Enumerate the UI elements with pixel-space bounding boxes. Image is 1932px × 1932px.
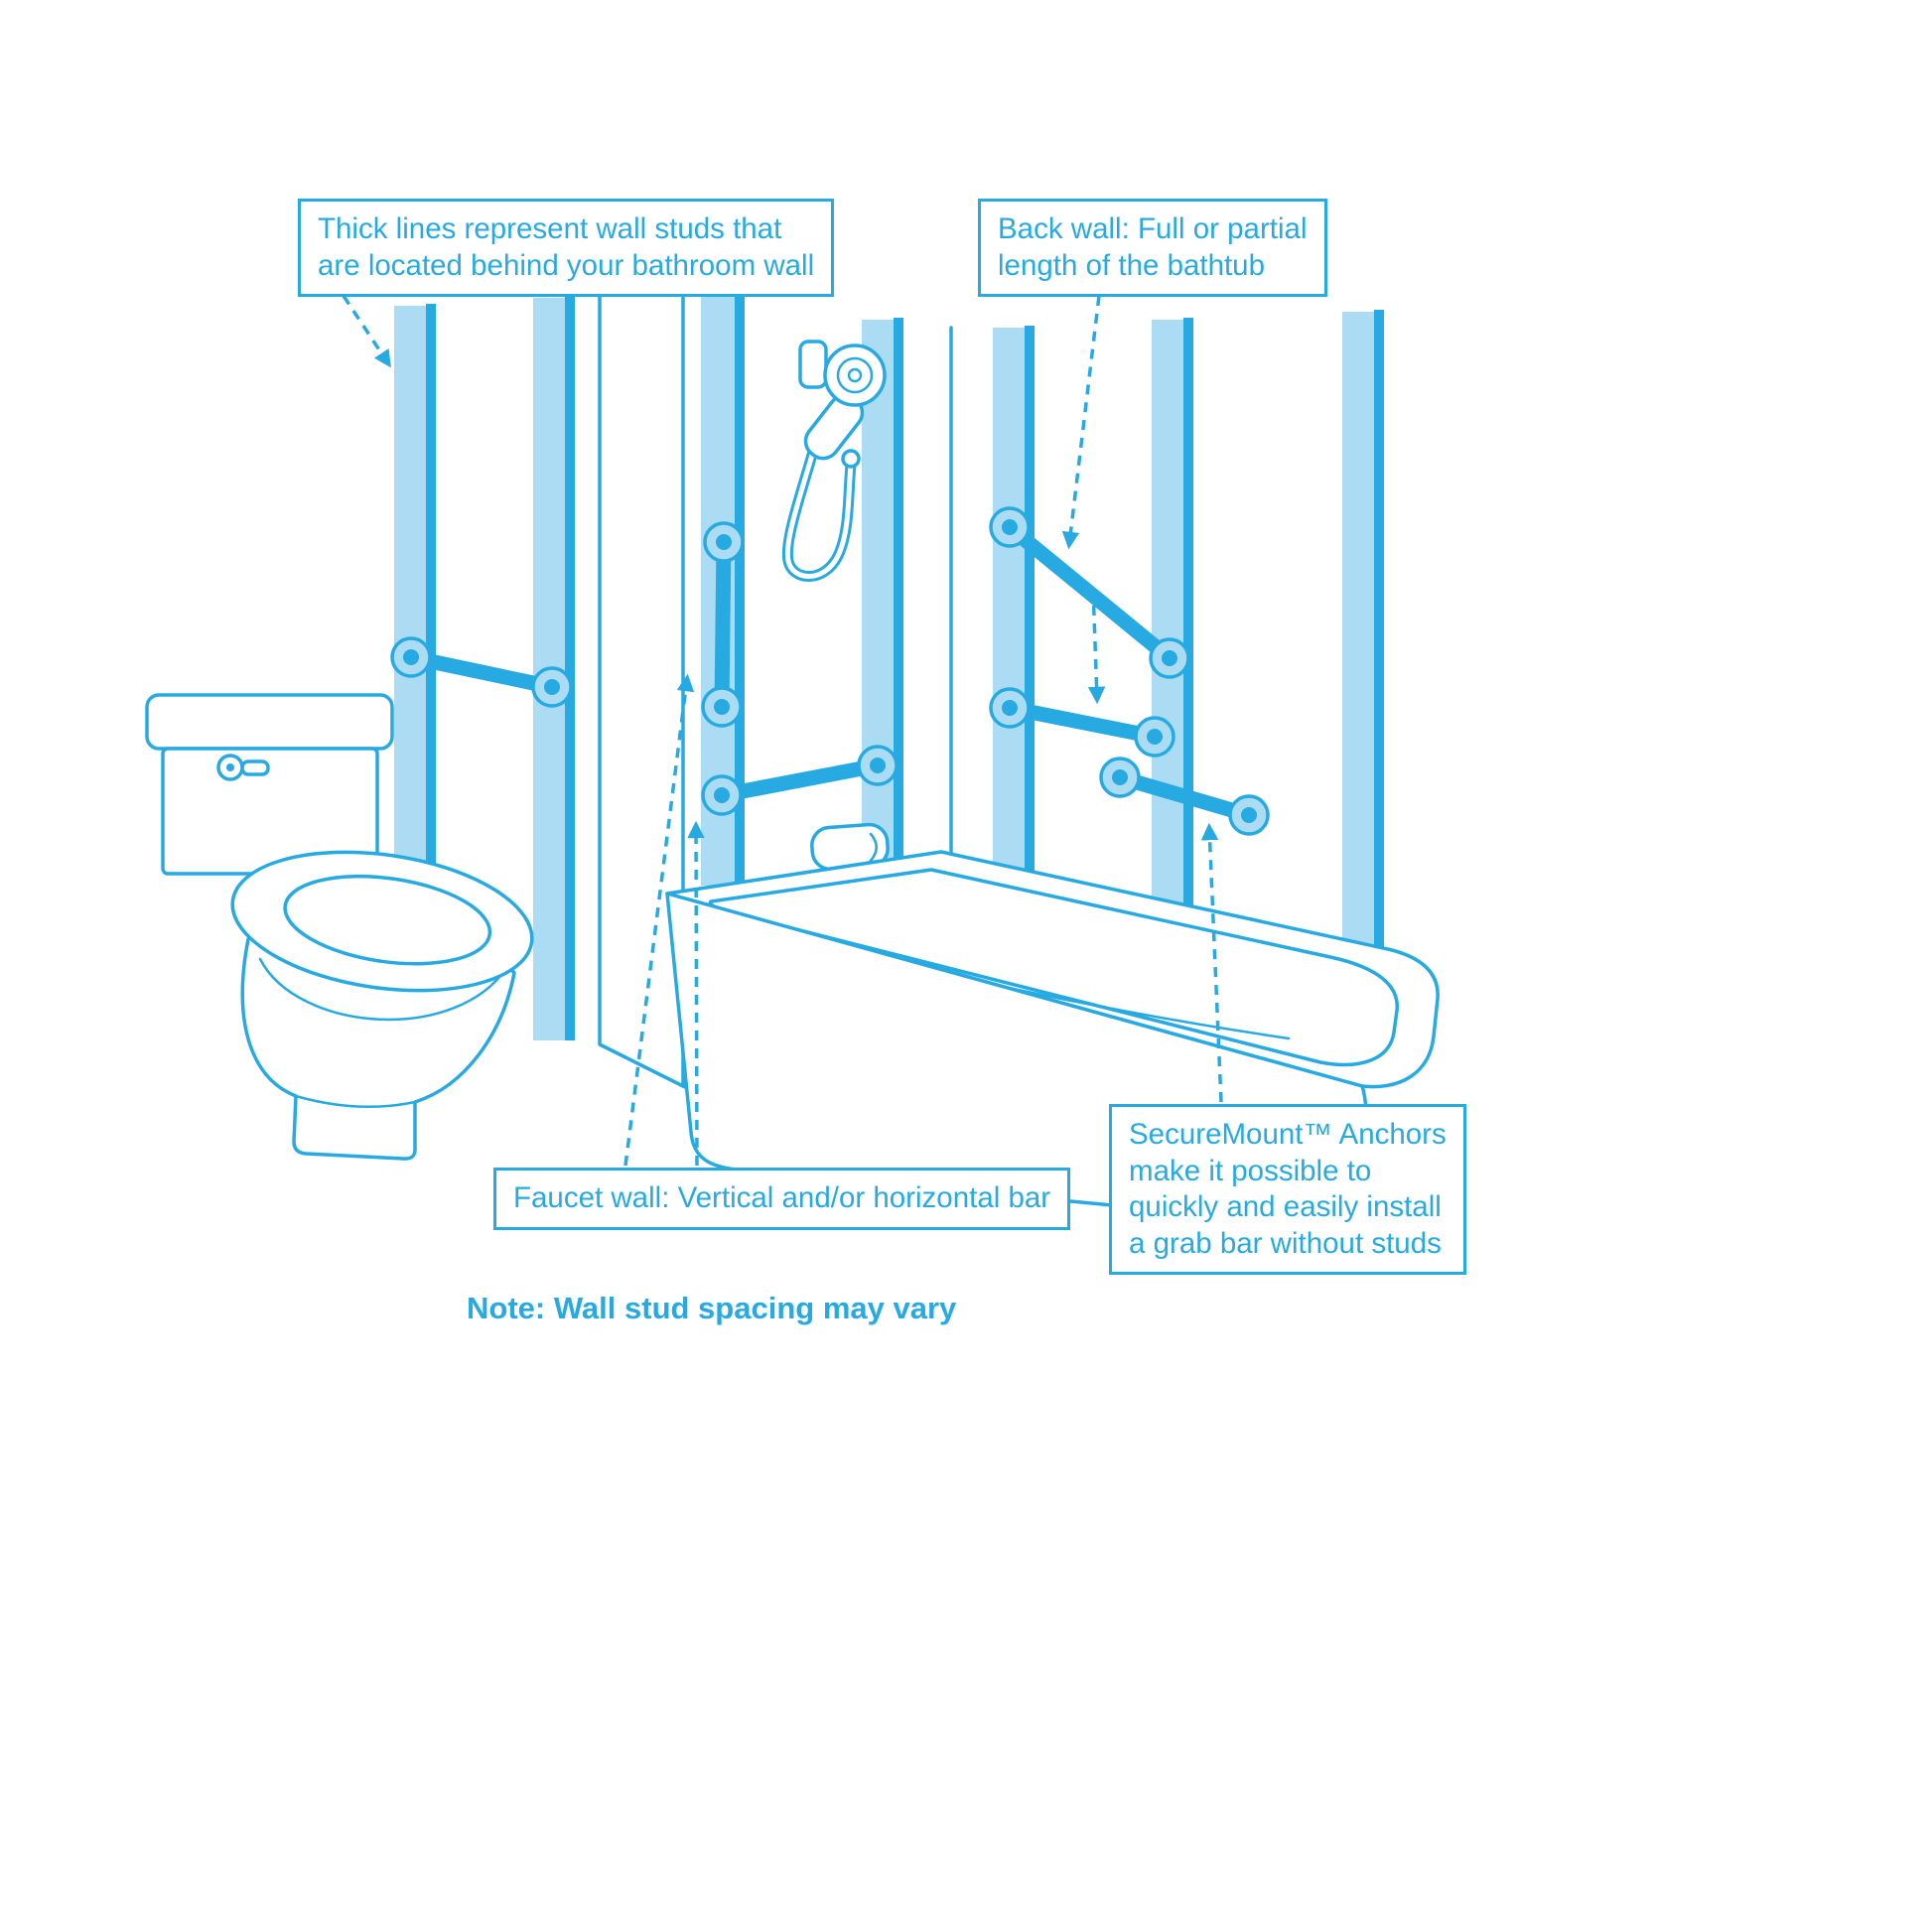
hose-fitting [841, 449, 861, 469]
callout-faucet-wall: Faucet wall: Vertical and/or horizontal … [493, 1168, 1071, 1230]
arrow-to-back-wall-lower-bar [1087, 587, 1106, 705]
stud-spacing-note: Note: Wall stud spacing may vary [467, 1291, 957, 1325]
grab-bar-faucet-wall-horizontal [701, 745, 898, 816]
arrow-to-back-wall-upper-bar [1061, 295, 1101, 550]
grab-bar-securemount [1099, 757, 1270, 836]
wall-stud [993, 326, 1035, 872]
shower-hose [781, 449, 857, 582]
shower-head [823, 344, 887, 407]
left-wall-studs [394, 296, 575, 1040]
grab-bar-toilet-wall-horizontal [390, 636, 573, 708]
toilet-seat [230, 850, 534, 993]
tub-spout [810, 822, 890, 872]
wall-stud [1152, 318, 1193, 910]
back-wall-studs [993, 310, 1384, 969]
grab-bar-back-wall-horizontal [989, 687, 1175, 758]
callout-back-wall: Back wall: Full or partial length of the… [978, 199, 1327, 298]
flush-handle [240, 759, 270, 776]
wall-stud [1342, 310, 1384, 969]
grab-bars [390, 506, 1270, 836]
pointer-arrows [342, 295, 1223, 1167]
toilet [145, 693, 534, 1161]
toilet-tank-lid [145, 693, 394, 751]
arrow-to-horizontal-bar [687, 820, 705, 1167]
callout-wall-studs: Thick lines represent wall studs that ar… [298, 199, 835, 298]
grab-bar-back-wall-diagonal [989, 506, 1190, 679]
handheld-shower [781, 340, 887, 582]
callout-securemount: SecureMount™ Anchors make it possible to… [1109, 1104, 1466, 1276]
arrow-to-wall-stud [342, 295, 391, 368]
shower-bracket [798, 340, 828, 389]
grab-bar-faucet-wall-vertical [701, 521, 745, 728]
